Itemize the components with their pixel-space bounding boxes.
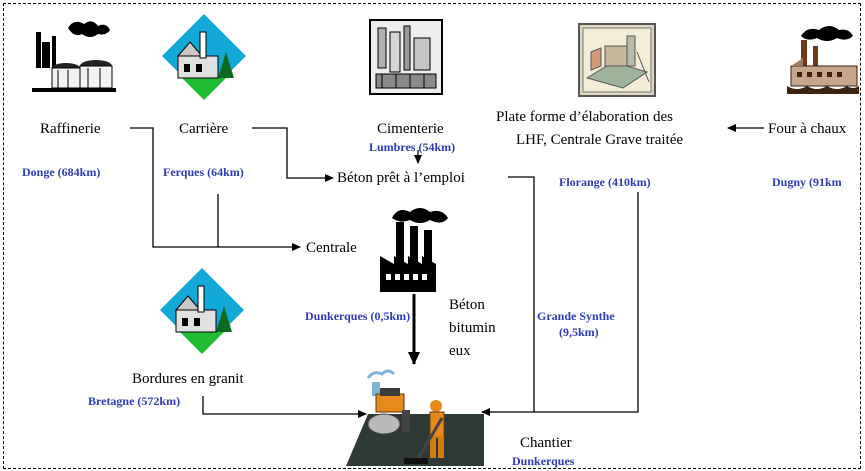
cimenterie-label: Cimenterie [377, 121, 444, 137]
raffinerie-location: Donge (684km) [22, 165, 101, 179]
cimenterie-location: Lumbres (54km) [369, 140, 456, 154]
bordures-label: Bordures en granit [132, 371, 244, 387]
centrale-location: Dunkerques (0,5km) [305, 309, 411, 323]
link-plateforme-chantier [481, 192, 639, 416]
four-location: Dugny (91km [772, 175, 842, 189]
chantier-label: Chantier [520, 435, 572, 451]
link-beton-chantier [508, 176, 535, 412]
beton-pret-label: Béton prêt à l’emploi [337, 170, 465, 186]
lime-kiln-icon [783, 22, 863, 103]
plant-platform-icon [577, 22, 657, 103]
chantier-location: Dunkerques [512, 454, 575, 468]
bordures-location: Bretagne (572km) [88, 394, 181, 408]
raffinerie-label: Raffinerie [40, 121, 101, 137]
carriere-location: Ferques (64km) [163, 165, 244, 179]
plateforme-label-line2: LHF, Centrale Grave traitée [516, 132, 684, 148]
link-raffinerie-centrale [130, 127, 301, 251]
factory-icon [378, 204, 452, 297]
beton-bitumineux-line2: bitumin [449, 320, 496, 336]
link-carriere-beton [252, 127, 334, 182]
cement-plant-icon [368, 18, 444, 103]
carriere-label: Carrière [179, 121, 229, 137]
link-bordures-chantier [202, 396, 367, 418]
beton-bitumineux-line3: eux [449, 343, 471, 359]
quarry-icon [158, 266, 246, 367]
centrale-label: Centrale [306, 240, 357, 256]
dashed-frame [3, 3, 861, 469]
refinery-icon [28, 18, 120, 99]
quarry-icon [160, 12, 248, 113]
beton-bitumineux-line1: Béton [449, 297, 485, 313]
four-label: Four à chaux [768, 121, 847, 137]
grande-synthe-line2: (9,5km) [559, 325, 599, 339]
paving-worker-icon [346, 366, 486, 471]
plateforme-location: Florange (410km) [559, 175, 651, 189]
grande-synthe-line1: Grande Synthe [537, 309, 615, 323]
plateforme-label-line1: Plate forme d’élaboration des [496, 109, 674, 125]
